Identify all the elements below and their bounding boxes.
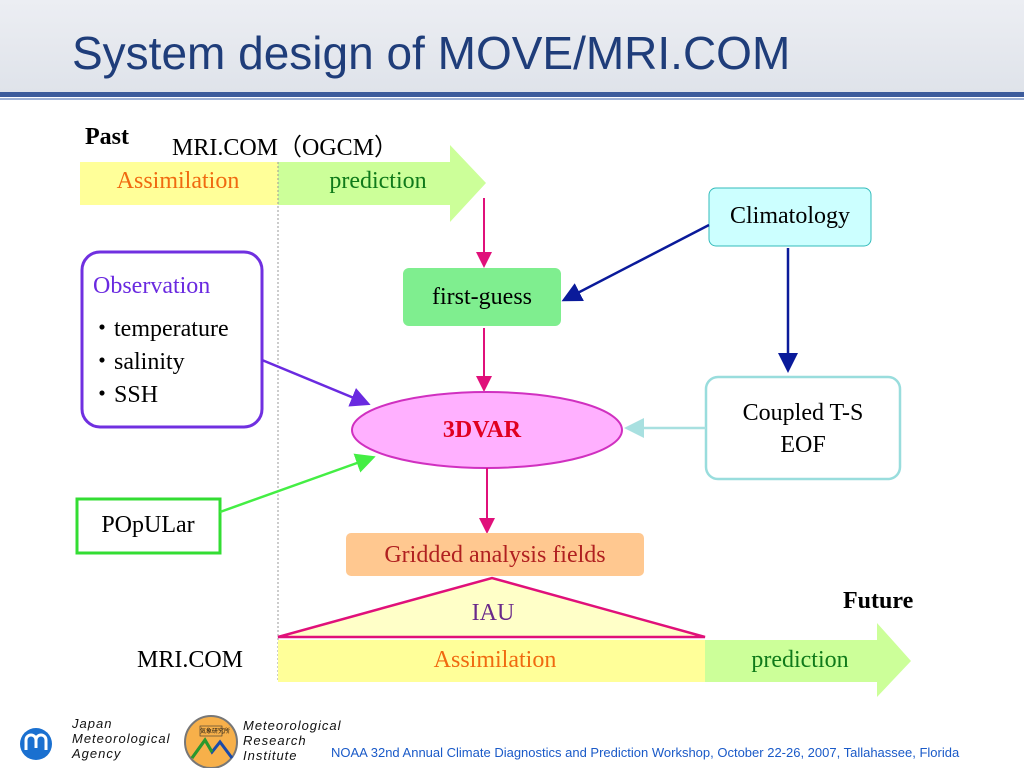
gridded-label: Gridded analysis fields	[384, 542, 606, 568]
top-assimilation-label: Assimilation	[116, 168, 240, 194]
top-assimilation-bar	[80, 162, 278, 205]
jma-name-line: Japan	[72, 716, 113, 731]
eof-label-1: Coupled T-S	[742, 400, 864, 426]
title-divider	[0, 92, 1024, 97]
jma-name-line: Meteorological	[72, 731, 171, 746]
arrow-observation-to-3dvar	[261, 358, 371, 407]
observation-box	[80, 250, 264, 429]
iau-label: IAU	[471, 600, 515, 626]
mri-seal-text: 気象研究所	[200, 728, 231, 735]
popular-box	[75, 497, 222, 555]
gridded-box	[346, 533, 644, 576]
mri-name: Meteorological Research Institute	[243, 718, 342, 763]
arrow-popular-to-3dvar	[219, 453, 376, 514]
jma-name-line: Agency	[72, 746, 122, 761]
future-label: Future	[843, 588, 914, 614]
first-guess-label: first-guess	[432, 284, 532, 310]
first-guess-box	[403, 268, 561, 326]
iau-triangle	[277, 576, 706, 639]
bottom-assimilation-label: Assimilation	[433, 647, 557, 673]
top-prediction-arrow	[278, 145, 486, 222]
bottom-prediction-label: prediction	[751, 647, 849, 673]
bottom-assimilation-bar	[278, 640, 705, 682]
observation-item: ・salinity	[90, 349, 185, 375]
popular-label: POpULar	[101, 512, 195, 538]
bottom-model-label: MRI.COM	[137, 647, 244, 673]
top-prediction-label: prediction	[329, 168, 427, 194]
title-divider-thin	[0, 98, 1024, 100]
ogcm-label: MRI.COM（OGCM）	[172, 135, 399, 161]
eof-label-2: EOF	[780, 432, 826, 458]
mri-name-line: Institute	[243, 748, 298, 763]
observation-item: ・temperature	[90, 316, 229, 342]
past-label: Past	[85, 124, 129, 150]
bottom-prediction-arrow	[705, 623, 911, 697]
footer-citation: NOAA 32nd Annual Climate Diagnostics and…	[331, 745, 960, 760]
climatology-label: Climatology	[730, 203, 850, 229]
mri-seal-logo	[184, 715, 238, 768]
climatology-box	[708, 187, 872, 247]
observation-item: ・SSH	[90, 382, 159, 408]
mri-name-line: Meteorological	[243, 718, 342, 733]
eof-box	[704, 375, 902, 481]
arrow-climatology-to-firstguess	[561, 223, 710, 302]
jma-name: Japan Meteorological Agency	[72, 716, 171, 761]
jma-logo	[20, 714, 77, 768]
title-bar	[0, 0, 1024, 92]
slide-title: System design of MOVE/MRI.COM	[72, 27, 791, 79]
mri-name-line: Research	[243, 733, 307, 748]
3dvar-label: 3DVAR	[442, 417, 522, 443]
observation-title: Observation	[93, 273, 211, 299]
